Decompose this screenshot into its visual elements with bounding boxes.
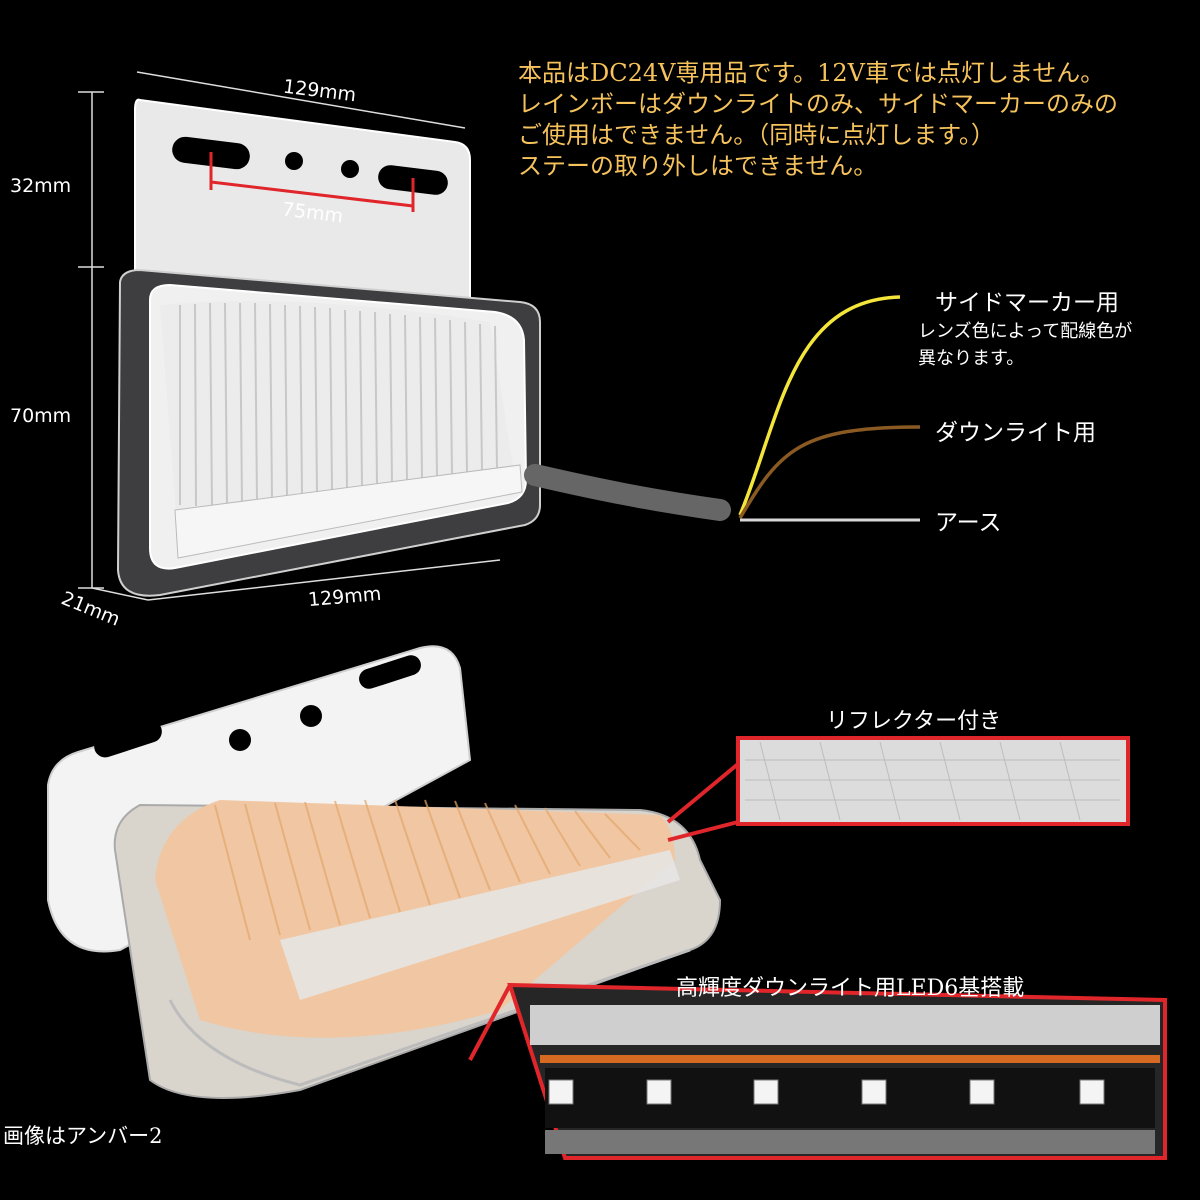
photo-caption: 画像はアンバー2 [3, 1124, 163, 1148]
dim-stay-height: 32mm [10, 175, 72, 197]
wire-side-marker-note: レンズ色によって配線色が 異なります。 [918, 318, 1132, 372]
wire-ground-label: アース [935, 510, 1002, 536]
notice-text: 本品はDC24V専用品です。12V車では点灯しません。 レインボーはダウンライト… [518, 58, 1188, 182]
notice-line-3: ご使用はできません。（同時に点灯します。） [518, 121, 995, 149]
dim-body-height: 70mm [10, 405, 72, 427]
wire-note-line-2: 異なります。 [918, 348, 1025, 369]
wire-side-marker-label: サイドマーカー用 [935, 290, 1119, 316]
wire-note-line-1: レンズ色によって配線色が [918, 321, 1133, 342]
reflector-callout-label: リフレクター付き [826, 709, 1002, 734]
notice-line-4: ステーの取り外しはできません。 [518, 152, 878, 180]
notice-line-2: レインボーはダウンライトのみ、サイドマーカーのみの [518, 90, 1118, 118]
wire-downlight-label: ダウンライト用 [935, 420, 1096, 446]
led-callout-label: 高輝度ダウンライト用LED6基搭載 [676, 976, 1025, 1001]
notice-line-1: 本品はDC24V専用品です。12V車では点灯しません。 [518, 59, 1105, 87]
